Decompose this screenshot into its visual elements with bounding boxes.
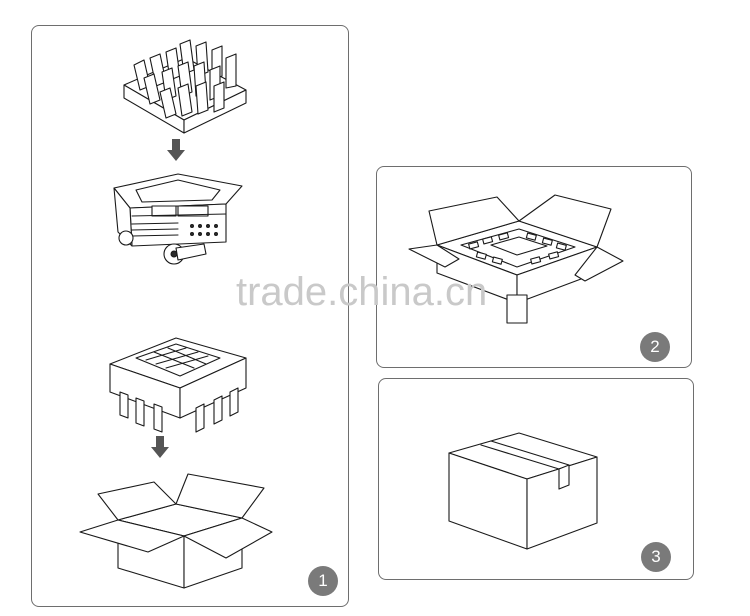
down-arrow-icon	[151, 436, 169, 458]
step-number-badge: 2	[640, 332, 670, 362]
watermark: trade.china.cn	[236, 270, 488, 314]
down-arrow-icon	[167, 139, 185, 161]
step-number-badge: 1	[308, 566, 338, 596]
insert-tray-top-illustration	[123, 39, 247, 134]
machine-illustration	[113, 173, 243, 265]
carton-with-tray-illustration	[408, 194, 624, 324]
step-3-panel: 3	[378, 378, 694, 580]
step-number-badge: 3	[641, 542, 671, 572]
sealed-carton-illustration	[448, 432, 598, 550]
step-1-panel: 1	[31, 25, 349, 607]
step-2-panel: 2	[376, 166, 692, 368]
open-carton-illustration	[79, 473, 273, 589]
insert-tray-bottom-illustration	[109, 337, 247, 433]
